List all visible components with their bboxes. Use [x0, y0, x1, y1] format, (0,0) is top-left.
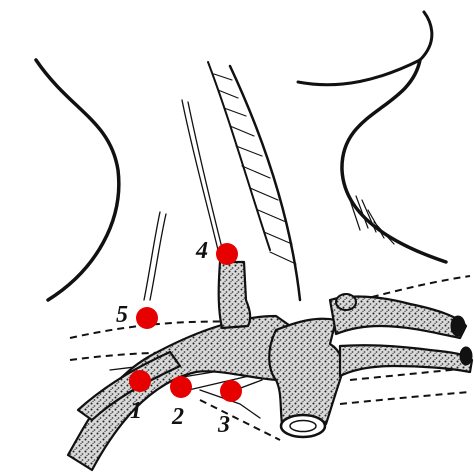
marker-dot-1 [129, 370, 151, 392]
vertical-branch-vessel-4 [219, 262, 250, 328]
marker-label-3: 3 [217, 412, 230, 438]
vessel-cross-section [281, 415, 325, 437]
left-vessel-lines [144, 100, 222, 300]
marker-label-5: 5 [116, 302, 128, 328]
dashed-line-right-3 [340, 392, 470, 404]
marker-dot-3 [220, 380, 242, 402]
marker-label-2: 2 [171, 404, 184, 430]
dashed-line-bottom [200, 400, 280, 440]
dashed-line-right-1 [360, 276, 470, 300]
right-neck-contour [342, 60, 446, 262]
central-vessel [269, 319, 342, 424]
marker-dot-5 [136, 307, 158, 329]
marker-label-1: 1 [130, 398, 142, 424]
right-lower-vessel-end [460, 347, 472, 365]
right-neck-hatching [350, 196, 394, 244]
jaw-contour [298, 12, 432, 85]
trachea-hatching [214, 74, 296, 264]
marker-label-4: 4 [195, 238, 208, 264]
top-vessel-knob [336, 294, 356, 310]
left-neck-contour [36, 60, 119, 300]
right-lower-vessel [340, 345, 472, 376]
marker-dot-2 [170, 376, 192, 398]
marker-dot-4 [216, 243, 238, 265]
right-vessel-end [451, 316, 465, 336]
